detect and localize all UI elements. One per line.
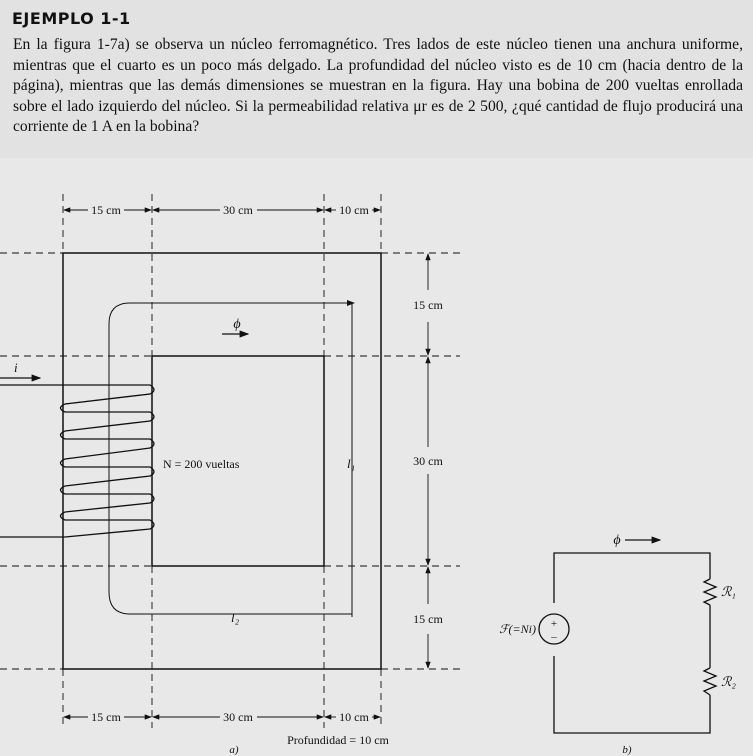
example-header: EJEMPLO 1-1 En la figura 1-7a) se observ… — [0, 0, 753, 158]
dimension-guides-horizontal — [0, 252, 460, 670]
side-dim-3: 15 cm — [413, 612, 443, 626]
core-window — [151, 355, 325, 567]
coil-label: N = 200 vueltas — [163, 457, 240, 471]
source-minus: – — [550, 631, 557, 643]
depth-label: Profundidad = 10 cm — [287, 733, 389, 747]
current-symbol: i — [14, 360, 18, 375]
figure-b-labels: ϕ + – ℱ(=Ni) ℛ₁ ℛ₂ b) — [499, 533, 736, 756]
bottom-dim-1: 15 cm — [91, 710, 121, 724]
flux-symbol: ϕ — [233, 317, 240, 332]
path-length-l2: l₂ — [231, 610, 240, 625]
top-dim-3: 10 cm — [339, 203, 369, 217]
r1-label: ℛ₁ — [721, 584, 736, 599]
caption-a: a) — [229, 744, 239, 756]
magnetic-core-diagram — [0, 194, 460, 728]
magnetic-circuit-diagram — [538, 536, 718, 734]
figure-a-labels: 15 cm 30 cm 10 cm 15 cm 30 cm 10 cm 15 c… — [14, 203, 443, 756]
circuit-bottom-wire — [553, 656, 711, 734]
source-label: ℱ(=Ni) — [499, 622, 536, 636]
figure-area: 15 cm 30 cm 10 cm 15 cm 30 cm 10 cm 15 c… — [0, 172, 753, 756]
side-dim-1: 15 cm — [413, 298, 443, 312]
path-length-l1: l₁ — [347, 456, 355, 471]
bottom-dim-3: 10 cm — [339, 710, 369, 724]
dimension-guides-vertical — [62, 194, 382, 728]
figure-svg: 15 cm 30 cm 10 cm 15 cm 30 cm 10 cm 15 c… — [0, 194, 736, 756]
example-title: EJEMPLO 1-1 — [12, 9, 131, 28]
coil-back-turns — [64, 393, 151, 405]
mean-flux-path — [108, 302, 353, 615]
r2-label: ℛ₂ — [721, 674, 736, 689]
reluctance-r1 — [702, 578, 718, 606]
problem-statement: En la figura 1-7a) se observa un núcleo … — [13, 36, 743, 136]
reluctance-r2 — [702, 667, 718, 696]
caption-b: b) — [622, 744, 632, 756]
top-dim-1: 15 cm — [91, 203, 121, 217]
circuit-top-wire — [553, 552, 711, 603]
bottom-dim-2: 30 cm — [223, 710, 253, 724]
top-dim-2: 30 cm — [223, 203, 253, 217]
mmf-source — [538, 613, 570, 645]
source-plus: + — [551, 618, 557, 630]
coil-winding — [0, 384, 155, 538]
core-outer-edge — [62, 252, 382, 670]
circuit-flux-symbol: ϕ — [613, 533, 620, 548]
side-dim-2: 30 cm — [413, 454, 443, 468]
